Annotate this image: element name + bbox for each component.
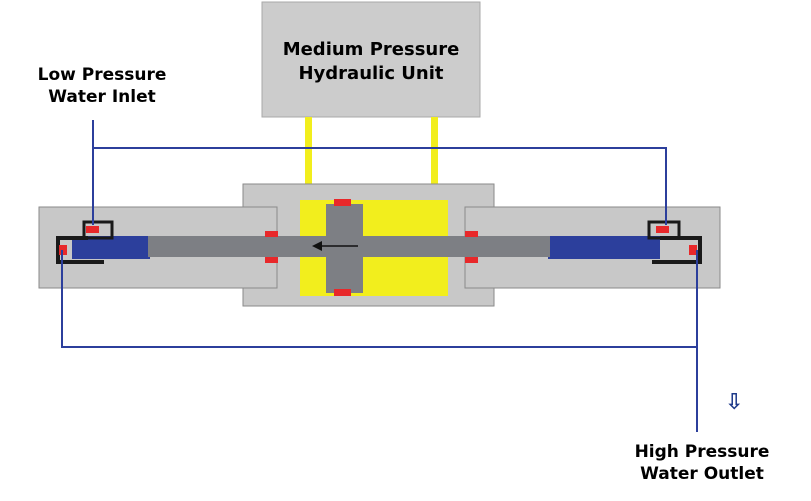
low-pressure-manifold <box>93 147 667 225</box>
seal-rod-left-top <box>265 231 278 237</box>
check-valve-right-inlet <box>647 220 681 240</box>
outlet-label-line2: Water Outlet <box>640 464 764 484</box>
inlet-label-line1: Low Pressure <box>37 65 167 85</box>
water-chamber-right <box>548 236 660 259</box>
hydraulic-feed-line-right <box>431 117 438 202</box>
hydraulic-unit-box <box>261 1 481 118</box>
high-pressure-manifold <box>61 250 697 348</box>
hydraulic-unit-label-line2: Hydraulic Unit <box>298 63 444 84</box>
seal-head-bottom <box>334 289 351 296</box>
valve-seat-right-inlet <box>656 226 669 233</box>
check-valve-left-inlet <box>82 220 114 240</box>
piston-direction-arrowhead <box>312 241 322 251</box>
valve-seat-left-inlet <box>86 226 99 233</box>
valve-seat-right-outlet <box>689 245 697 255</box>
piston-head <box>326 204 363 293</box>
inlet-label: Low Pressure Water Inlet <box>20 64 184 108</box>
check-valve-left-frame <box>56 236 104 264</box>
hydraulic-feed-line-left <box>305 117 312 202</box>
seal-rod-right-bottom <box>465 257 478 263</box>
seal-rod-left-bottom <box>265 257 278 263</box>
water-chamber-left <box>72 236 150 259</box>
seal-rod-right-top <box>465 231 478 237</box>
outlet-label: High Pressure Water Outlet <box>622 441 782 485</box>
inlet-label-line2: Water Inlet <box>48 87 156 107</box>
outlet-label-line1: High Pressure <box>634 442 770 462</box>
seal-head-top <box>334 199 351 206</box>
outlet-flow-arrow-icon: ⇩ <box>725 390 744 415</box>
hydraulic-unit-label: Medium Pressure Hydraulic Unit <box>262 38 480 86</box>
hydraulic-unit-label-line1: Medium Pressure <box>282 39 460 60</box>
